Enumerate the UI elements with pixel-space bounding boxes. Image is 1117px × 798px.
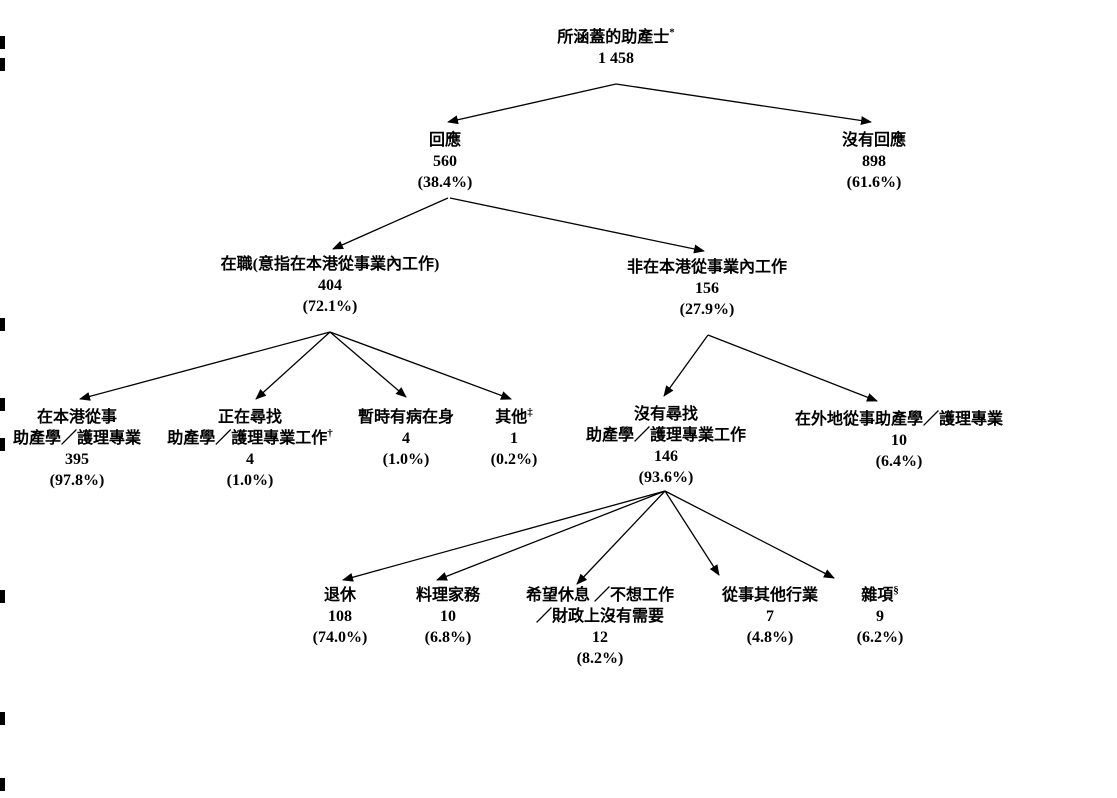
edge-notseeking-misc: [664, 490, 835, 579]
node-label-line2: 助產學／護理專業工作†: [167, 427, 333, 447]
node-label-line2: ／財政上沒有需要: [535, 608, 665, 625]
footnote-asterisk: *: [669, 26, 675, 39]
edge-working-seeking: [255, 331, 331, 400]
node-label: 沒有尋找: [633, 406, 699, 423]
footnote-dagger: †: [327, 427, 333, 440]
node-label: 希望休息 ／不想工作: [525, 587, 675, 604]
node-percent: (97.8%): [49, 472, 105, 489]
footnote-double-dagger: ‡: [527, 406, 533, 419]
edge-root-responded: [447, 83, 617, 125]
node-percent: (6.4%): [875, 453, 923, 470]
node-label: 退休: [323, 587, 356, 604]
edge-responded-working: [332, 197, 449, 250]
node-label: 其他‡: [495, 406, 533, 426]
node-housework: 料理家務 10 (6.8%): [416, 585, 480, 648]
node-count: 108: [328, 608, 352, 625]
node-percent: (1.0%): [226, 472, 274, 489]
node-percent: (38.4%): [417, 174, 473, 191]
node-sick: 暫時有病在身 4 (1.0%): [358, 407, 454, 470]
node-retired: 退休 108 (74.0%): [313, 585, 368, 648]
node-count: 9: [876, 608, 884, 625]
node-count: 404: [317, 277, 342, 294]
node-label-line2: 助產學／護理專業: [12, 430, 142, 447]
node-count: 7: [765, 608, 774, 625]
node-label: 雜項§: [861, 584, 899, 604]
edge-notseeking-rest: [576, 490, 666, 585]
node-others: 其他‡ 1 (0.2%): [491, 407, 538, 470]
node-no-response: 沒有回應 898 (61.6%): [842, 130, 906, 193]
node-count: 146: [653, 448, 678, 465]
node-percent: (74.0%): [312, 629, 368, 646]
footnote-section: §: [893, 584, 899, 597]
scan-artifact: [0, 590, 5, 603]
scan-artifact: [0, 778, 5, 791]
node-count: 1: [510, 430, 518, 447]
edge-root-no-response: [615, 83, 872, 125]
node-count: 10: [890, 432, 907, 449]
node-root: 所涵蓋的助產士* 1 458: [557, 27, 675, 69]
edge-notworking-notseeking: [663, 334, 709, 397]
node-count: 4: [401, 430, 410, 447]
edge-working-practising: [79, 331, 331, 401]
node-label: 沒有回應: [841, 132, 907, 149]
edge-working-sick: [329, 331, 407, 398]
node-count: 1 458: [597, 50, 634, 67]
node-percent: (0.2%): [490, 451, 538, 468]
node-percent: (72.1%): [302, 298, 358, 315]
node-count: 156: [694, 280, 719, 297]
node-label: 在職(意指在本港從事業內工作): [220, 256, 440, 273]
node-count: 898: [861, 153, 886, 170]
node-percent: (1.0%): [382, 451, 430, 468]
node-label: 在本港從事: [36, 409, 118, 426]
node-not-seeking: 沒有尋找 助產學／護理專業工作 146 (93.6%): [586, 404, 746, 488]
node-count: 4: [245, 451, 254, 468]
node-label: 所涵蓋的助產士*: [557, 26, 675, 46]
node-percent: (8.2%): [576, 650, 624, 667]
edge-notseeking-housework: [436, 490, 666, 581]
edge-notseeking-otherindustry: [664, 490, 720, 576]
node-label: 非在本港從事業內工作: [626, 259, 788, 276]
node-seeking: 正在尋找 助產學／護理專業工作† 4 (1.0%): [167, 407, 333, 491]
node-not-working-hk: 非在本港從事業內工作 156 (27.9%): [627, 257, 787, 320]
scan-artifact: [0, 318, 5, 331]
node-misc: 雜項§ 9 (6.2%): [857, 585, 904, 648]
node-other-industry: 從事其他行業 7 (4.8%): [722, 585, 818, 648]
node-rest: 希望休息 ／不想工作 ／財政上沒有需要 12 (8.2%): [526, 585, 674, 669]
node-label-line2: 助產學／護理專業工作: [585, 427, 747, 444]
edge-working-others: [329, 331, 512, 400]
node-label: 料理家務: [415, 587, 481, 604]
node-percent: (61.6%): [846, 174, 902, 191]
node-count: 395: [64, 451, 89, 468]
node-percent: (27.9%): [679, 301, 735, 318]
node-label: 從事其他行業: [721, 587, 819, 604]
scan-artifact: [0, 36, 5, 49]
node-count: 10: [439, 608, 456, 625]
node-working: 在職(意指在本港從事業內工作) 404 (72.1%): [221, 254, 440, 317]
node-count: 560: [433, 153, 457, 170]
edge-responded-not-working: [449, 197, 705, 254]
scan-artifact: [0, 712, 5, 725]
scan-artifact: [0, 438, 5, 451]
scan-artifact: [0, 58, 5, 71]
node-label: 回應: [428, 132, 461, 149]
node-label: 正在尋找: [217, 409, 283, 426]
node-label: 在外地從事助產學／護理專業: [794, 411, 1004, 428]
node-percent: (6.2%): [856, 629, 904, 646]
edge-notworking-overseas: [707, 334, 878, 402]
node-overseas: 在外地從事助產學／護理專業 10 (6.4%): [795, 409, 1003, 472]
node-count: 12: [591, 629, 608, 646]
node-percent: (4.8%): [746, 629, 794, 646]
node-percent: (6.8%): [424, 629, 472, 646]
node-label: 暫時有病在身: [357, 409, 455, 426]
node-percent: (93.6%): [638, 469, 694, 486]
edge-notseeking-retired: [342, 490, 666, 582]
node-responded: 回應 560 (38.4%): [418, 130, 473, 193]
node-practising-hk: 在本港從事 助產學／護理專業 395 (97.8%): [13, 407, 141, 491]
scan-artifact: [0, 398, 5, 411]
